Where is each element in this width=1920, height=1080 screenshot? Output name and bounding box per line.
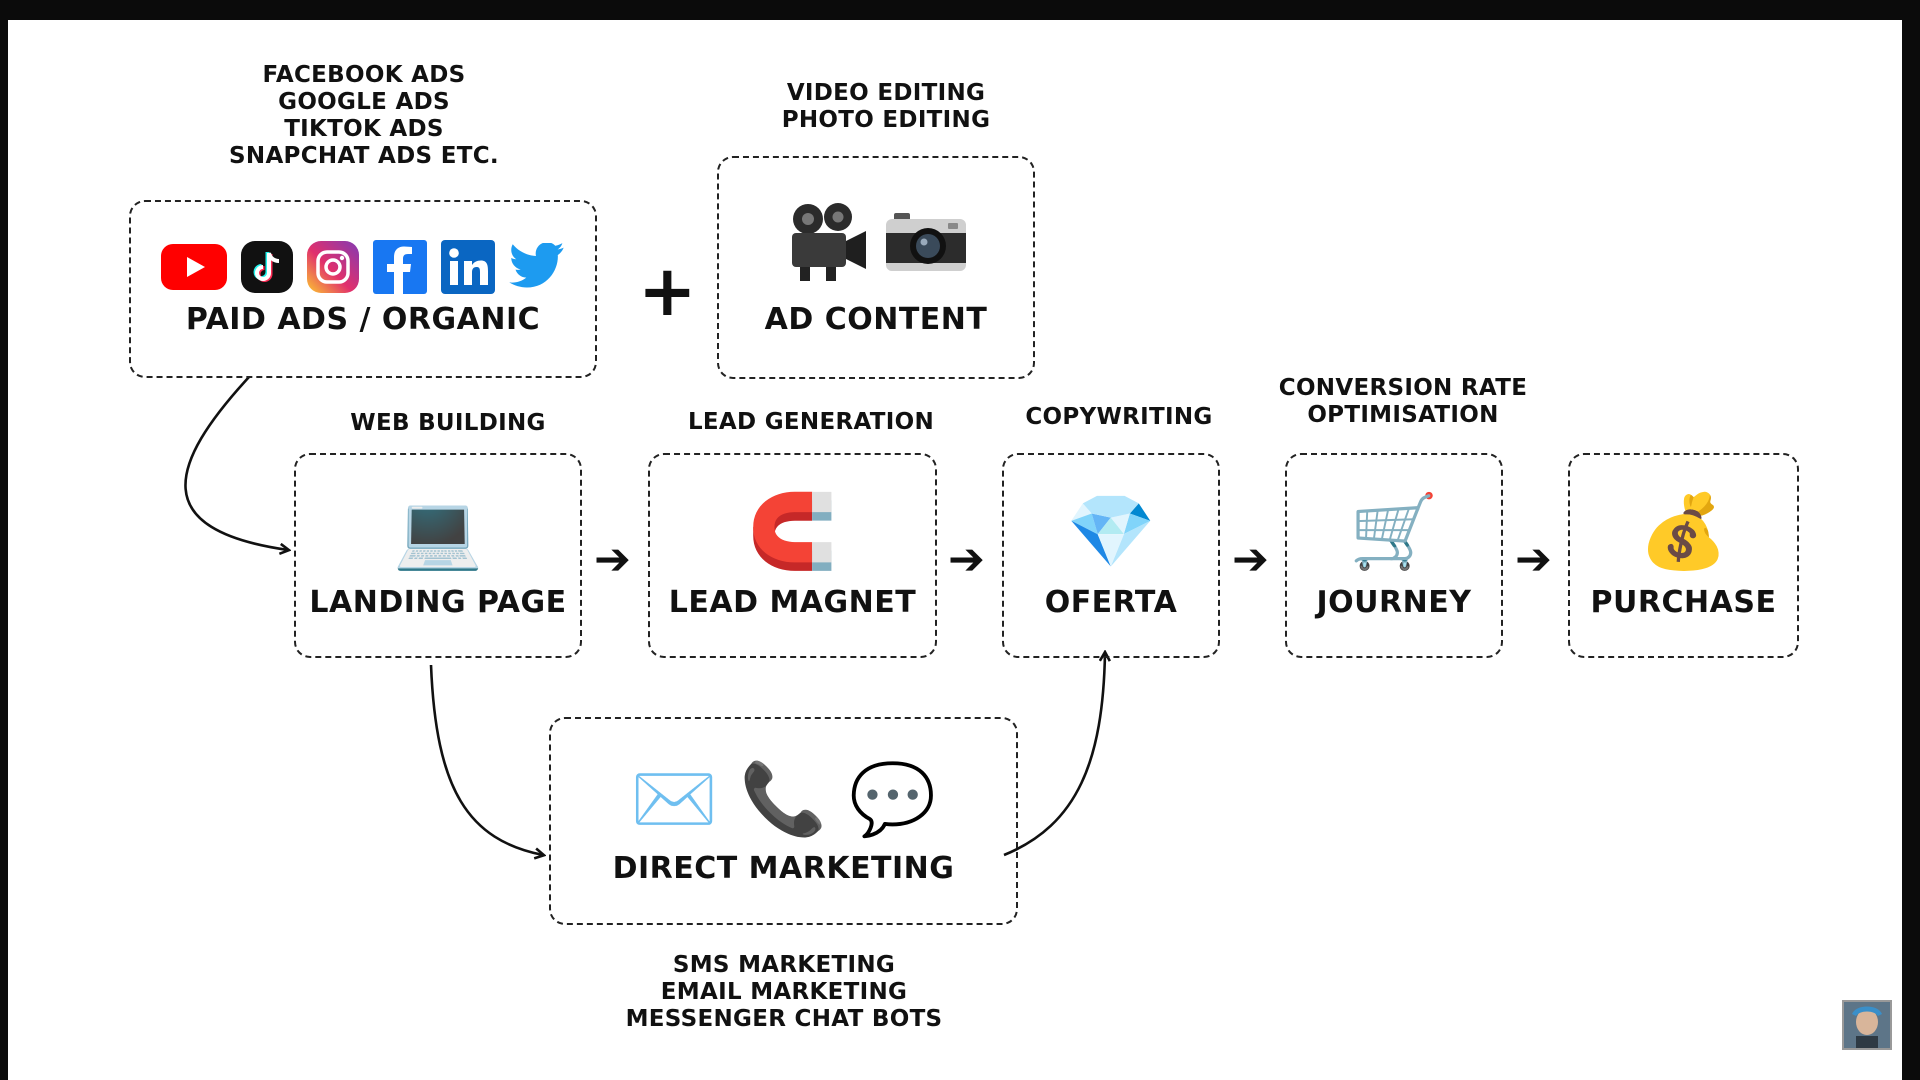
- direct-marketing-label: DIRECT MARKETING: [612, 851, 955, 886]
- purchase-label: PURCHASE: [1590, 585, 1777, 620]
- paid-to-landing-connector: [184, 376, 288, 550]
- oferta-label: OFERTA: [1044, 585, 1178, 620]
- web-building-caption: WEB BUILDING: [350, 410, 546, 436]
- arrow-4: ➔: [1515, 534, 1552, 585]
- direct-marketing-box: ✉️ 📞 💬 DIRECT MARKETING: [549, 717, 1018, 925]
- speech-bubble-icon: 💬: [849, 758, 937, 840]
- cro-caption: CONVERSION RATE OPTIMISATION: [1278, 375, 1528, 428]
- telephone-icon: 📞: [739, 758, 828, 840]
- plus-sign: +: [638, 250, 697, 332]
- twitter-icon: [509, 243, 565, 291]
- youtube-icon: [161, 244, 227, 290]
- arrow-3: ➔: [1232, 534, 1269, 585]
- ad-content-box: AD CONTENT: [717, 156, 1035, 379]
- linkedin-icon: [441, 240, 495, 294]
- social-icons: [131, 238, 595, 296]
- tiktok-icon: [241, 241, 293, 293]
- lead-magnet-label: LEAD MAGNET: [668, 585, 917, 620]
- copywriting-caption: COPYWRITING: [1025, 404, 1213, 430]
- movie-camera-icon: [786, 201, 870, 283]
- landing-page-label: LANDING PAGE: [309, 585, 567, 620]
- instagram-icon: [307, 241, 359, 293]
- paid-ads-box: PAID ADS / ORGANIC: [129, 200, 597, 378]
- magnet-icon: 🧲: [747, 489, 838, 573]
- direct-to-oferta-connector: [1003, 653, 1105, 857]
- paid-caption: FACEBOOK ADS GOOGLE ADS TIKTOK ADS SNAPC…: [229, 62, 499, 169]
- paid-ads-label: PAID ADS / ORGANIC: [185, 302, 541, 337]
- marketing-funnel-slide: FACEBOOK ADS GOOGLE ADS TIKTOK ADS SNAPC…: [8, 20, 1902, 1080]
- journey-label: JOURNEY: [1316, 585, 1472, 620]
- laptop-icon: 💻: [393, 489, 483, 573]
- envelope-icon: ✉️: [630, 758, 718, 840]
- oferta-box: 💎 OFERTA: [1002, 453, 1220, 658]
- journey-box: 🛒 JOURNEY: [1285, 453, 1503, 658]
- arrow-2: ➔: [948, 534, 985, 585]
- money-bag-icon: 💰: [1638, 489, 1729, 573]
- facebook-icon: [373, 240, 427, 294]
- presenter-avatar: [1842, 1000, 1892, 1050]
- landing-to-direct-connector: [429, 664, 543, 855]
- lead-generation-caption: LEAD GENERATION: [687, 409, 935, 435]
- content-caption: VIDEO EDITING PHOTO EDITING: [781, 80, 991, 133]
- direct-caption: SMS MARKETING EMAIL MARKETING MESSENGER …: [625, 952, 943, 1032]
- photo-camera-icon: [886, 211, 966, 273]
- landing-page-box: 💻 LANDING PAGE: [294, 453, 582, 658]
- ad-content-label: AD CONTENT: [764, 302, 988, 337]
- connector-lines: [184, 376, 1902, 1080]
- arrow-1: ➔: [594, 534, 631, 585]
- shopping-cart-icon: 🛒: [1349, 489, 1439, 573]
- purchase-box: 💰 PURCHASE: [1568, 453, 1799, 658]
- lead-magnet-box: 🧲 LEAD MAGNET: [648, 453, 937, 658]
- diamond-icon: 💎: [1066, 489, 1156, 573]
